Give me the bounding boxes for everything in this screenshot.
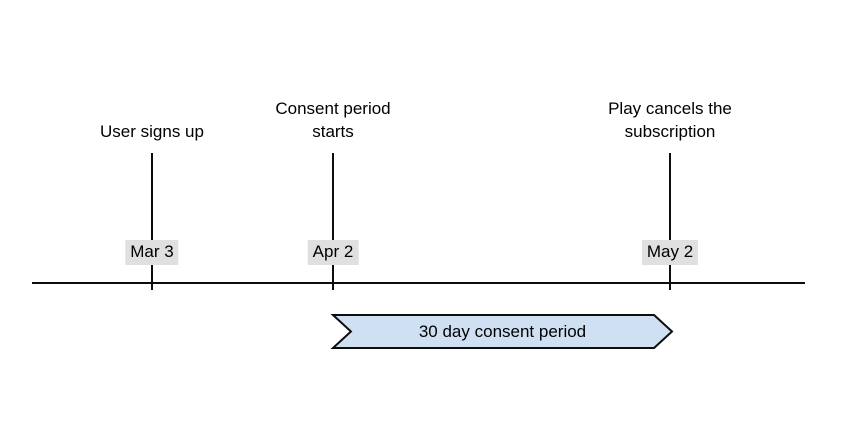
timeline-axis <box>32 282 805 284</box>
chevron-shape-icon <box>330 314 674 349</box>
event-tick-line <box>669 153 671 290</box>
consent-period-banner[interactable]: 30 day consent period <box>330 314 674 349</box>
event-label: Play cancels the subscription <box>608 99 732 141</box>
event-label: User signs up <box>100 122 204 141</box>
event-date-chip: Apr 2 <box>307 240 359 265</box>
event-date-chip: May 2 <box>641 240 699 265</box>
event-tick-line <box>151 153 153 290</box>
event-tick-line <box>332 153 334 290</box>
event-label: Consent period starts <box>275 99 391 141</box>
event-date-chip: Mar 3 <box>125 240 179 265</box>
